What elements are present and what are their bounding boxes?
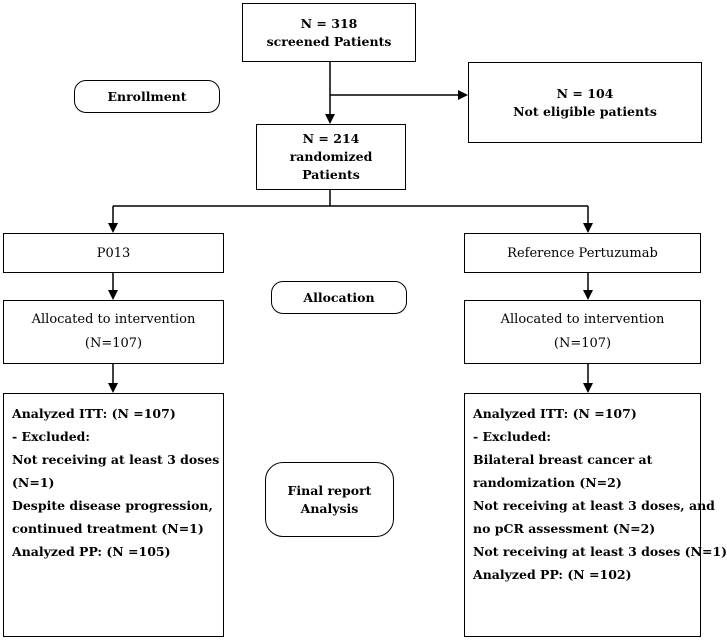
right-analysis-item-1: Bilateral breast cancer at xyxy=(473,452,653,467)
flow-connectors xyxy=(108,62,593,393)
enrollment-label: Enrollment xyxy=(74,80,220,113)
not-eligible-count: N = 104 xyxy=(556,85,614,101)
randomized-box: N = 214 randomized Patients xyxy=(256,124,406,190)
final-report-text-2: Analysis xyxy=(300,500,359,516)
p013-arm-box: P013 xyxy=(3,233,224,273)
right-allocated-label: Allocated to intervention xyxy=(500,312,665,327)
left-analysis-box: Analyzed ITT: (N =107) - Excluded: Not r… xyxy=(3,393,224,637)
screened-box: N = 318 screened Patients xyxy=(242,3,416,62)
right-analysis-item-2-cont: no pCR assessment (N=2) xyxy=(473,521,656,536)
right-analysis-box: Analyzed ITT: (N =107) - Excluded: Bilat… xyxy=(464,393,727,637)
left-analysis-excluded: - Excluded: xyxy=(12,429,91,444)
right-allocated-box: Allocated to intervention (N=107) xyxy=(464,300,701,364)
final-report-text-1: Final report xyxy=(287,482,372,498)
left-allocated-label: Allocated to intervention xyxy=(31,312,196,327)
right-analysis-item-3: Not receiving at least 3 doses (N=1) xyxy=(473,544,727,559)
right-analysis-itt: Analyzed ITT: (N =107) xyxy=(473,406,637,421)
allocation-text: Allocation xyxy=(303,289,375,305)
right-analysis-pp: Analyzed PP: (N =102) xyxy=(473,567,632,582)
p013-arm-name: P013 xyxy=(96,245,131,261)
allocation-label: Allocation xyxy=(271,281,407,314)
left-allocated-box: Allocated to intervention (N=107) xyxy=(3,300,224,364)
randomized-label-1: randomized xyxy=(289,149,373,164)
reference-arm-box: Reference Pertuzumab xyxy=(464,233,701,273)
final-report-label: Final report Analysis xyxy=(265,462,394,537)
right-analysis-excluded: - Excluded: xyxy=(473,429,552,444)
right-analysis-item-1-cont: randomization (N=2) xyxy=(473,475,622,490)
right-allocated-count: (N=107) xyxy=(553,336,612,351)
screened-count: N = 318 xyxy=(300,15,358,31)
left-analysis-item-2-cont: continued treatment (N=1) xyxy=(12,521,204,536)
left-analysis-itt: Analyzed ITT: (N =107) xyxy=(12,406,176,421)
randomized-count: N = 214 xyxy=(302,131,360,146)
left-allocated-count: (N=107) xyxy=(84,336,143,351)
randomized-label-2: Patients xyxy=(302,167,360,182)
right-analysis-item-2: Not receiving at least 3 doses, and xyxy=(473,498,715,513)
screened-label: screened Patients xyxy=(266,33,392,49)
left-analysis-item-1: Not receiving at least 3 doses xyxy=(12,452,220,467)
not-eligible-box: N = 104 Not eligible patients xyxy=(468,62,702,143)
left-analysis-item-1-count: (N=1) xyxy=(12,475,55,490)
left-analysis-pp: Analyzed PP: (N =105) xyxy=(12,544,171,559)
not-eligible-label: Not eligible patients xyxy=(513,103,657,119)
enrollment-text: Enrollment xyxy=(107,88,187,104)
left-analysis-item-2: Despite disease progression, xyxy=(12,498,213,513)
reference-arm-name: Reference Pertuzumab xyxy=(507,245,658,261)
